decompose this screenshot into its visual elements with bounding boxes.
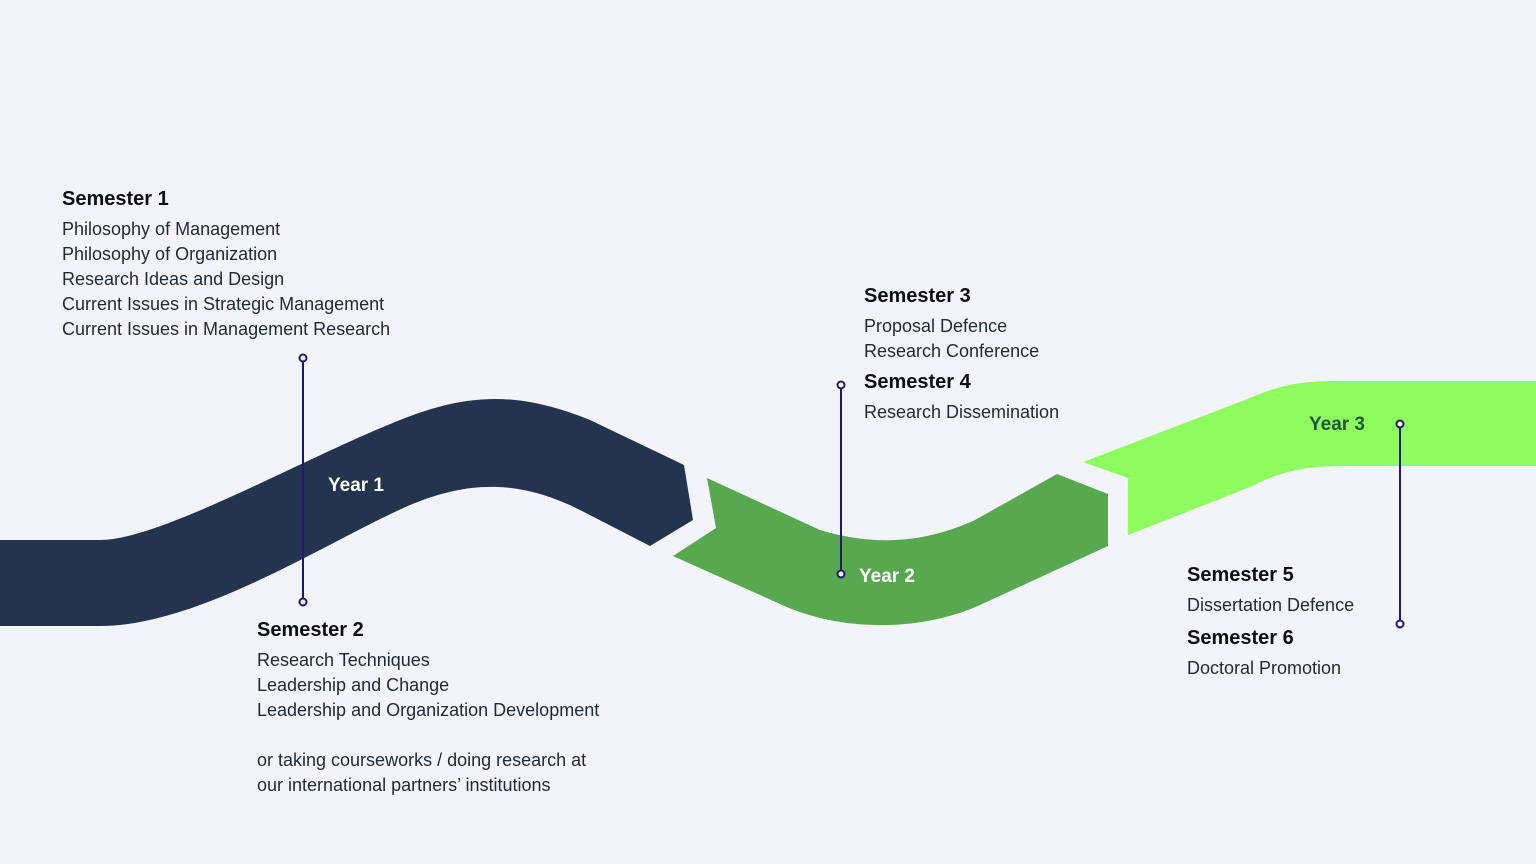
semester-5-courses: Dissertation Defence bbox=[1187, 593, 1354, 618]
course-item: Philosophy of Management bbox=[62, 219, 281, 239]
semester-6-title: Semester 6 bbox=[1187, 627, 1294, 649]
connector-dot-s3-bottom bbox=[836, 569, 846, 579]
semester-1-title: Semester 1 bbox=[62, 188, 169, 210]
year-2-ribbon bbox=[673, 474, 1108, 626]
connector-dot-s3-top bbox=[836, 380, 846, 390]
course-item: Doctoral Promotion bbox=[1187, 658, 1342, 678]
year-3-ribbon bbox=[1083, 381, 1536, 535]
connector-dot-s5-top bbox=[1395, 419, 1405, 429]
semester-4-courses: Research Dissemination bbox=[864, 400, 1059, 425]
course-item: Current Issues in Management Research bbox=[62, 319, 391, 339]
semester-2-title: Semester 2 bbox=[257, 619, 364, 641]
course-item: Philosophy of Organization bbox=[62, 244, 278, 264]
course-item: Research Dissemination bbox=[864, 402, 1060, 422]
semester-3-courses: Proposal Defence Research Conference bbox=[864, 314, 1039, 364]
semester-3-title: Semester 3 bbox=[864, 285, 971, 307]
year-1-label: Year 1 bbox=[328, 475, 384, 496]
semester-3-block: Semester 3 Proposal Defence Research Con… bbox=[864, 284, 1039, 364]
semester-4-block: Semester 4 Research Dissemination bbox=[864, 370, 1059, 425]
year-2-label: Year 2 bbox=[859, 566, 915, 587]
course-item: Research Conference bbox=[864, 341, 1040, 361]
semester-2-note: or taking courseworks / doing research a… bbox=[257, 750, 587, 795]
course-item: Proposal Defence bbox=[864, 316, 1008, 336]
course-item: Leadership and Organization Development bbox=[257, 700, 600, 720]
semester-1-block: Semester 1 Philosophy of Management Phil… bbox=[62, 187, 390, 342]
year-1-ribbon bbox=[0, 399, 693, 626]
year-3-label: Year 3 bbox=[1309, 414, 1365, 435]
connector-dot-s1-top bbox=[298, 353, 308, 363]
semester-5-block: Semester 5 Dissertation Defence bbox=[1187, 563, 1354, 618]
semester-6-block: Semester 6 Doctoral Promotion bbox=[1187, 626, 1341, 681]
connector-dot-s5-bottom bbox=[1395, 619, 1405, 629]
semester-6-courses: Doctoral Promotion bbox=[1187, 656, 1341, 681]
semester-4-title: Semester 4 bbox=[864, 371, 971, 393]
course-item: Research Ideas and Design bbox=[62, 269, 285, 289]
semester-1-courses: Philosophy of Management Philosophy of O… bbox=[62, 217, 390, 342]
semester-2-block: Semester 2 Research Techniques Leadershi… bbox=[257, 618, 599, 723]
course-item: Research Techniques bbox=[257, 650, 430, 670]
course-item: Dissertation Defence bbox=[1187, 595, 1355, 615]
course-item: Current Issues in Strategic Management bbox=[62, 294, 385, 314]
semester-5-title: Semester 5 bbox=[1187, 564, 1294, 586]
course-item: Leadership and Change bbox=[257, 675, 450, 695]
connector-dot-s1-bottom bbox=[298, 597, 308, 607]
semester-2-courses: Research Techniques Leadership and Chang… bbox=[257, 648, 599, 723]
